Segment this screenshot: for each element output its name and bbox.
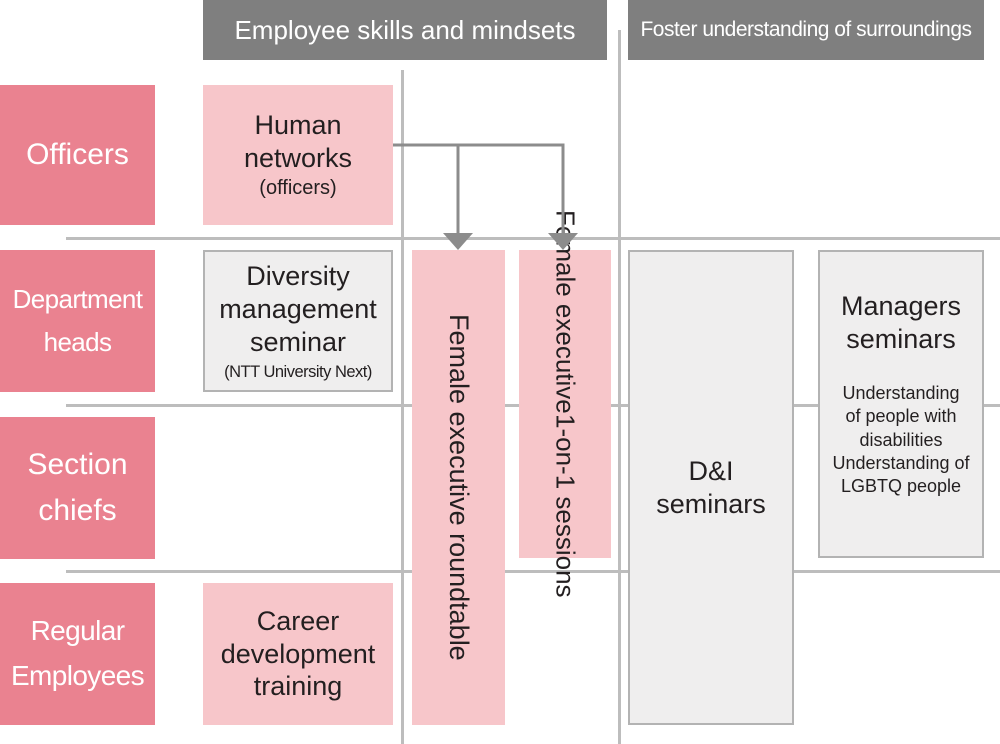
role-section-chiefs-line-2: chiefs [38, 494, 117, 527]
program-human-networks: Human networks (officers) [203, 85, 393, 225]
diversity-seminar-sub: (NTT University Next) [224, 362, 372, 381]
diversity-seminar-line-2: management [219, 294, 377, 325]
managers-seminars-topics: Understanding of people with disabilitie… [832, 382, 969, 499]
row-divider-1 [66, 237, 1000, 240]
header-surroundings: Foster understanding of surroundings [628, 0, 984, 60]
di-seminars-line-2: seminars [656, 488, 766, 519]
program-female-roundtable: Female executive roundtable [412, 250, 505, 725]
role-section-chiefs-line-1: Section [27, 448, 128, 482]
connector-line [393, 143, 565, 237]
diversity-seminar-line-3: seminar [249, 326, 347, 357]
career-training-line-3: training [253, 671, 343, 702]
role-regular-employees-line-1: Regular [30, 615, 125, 647]
career-training-line-2: development [220, 638, 376, 669]
arrowhead-sessions [548, 233, 578, 250]
managers-topic-line-2: of people with [845, 406, 957, 427]
program-career-training: Career development training [203, 583, 393, 725]
role-department-heads-line-2: heads [43, 327, 112, 357]
header-skills-label: Employee skills and mindsets [234, 14, 576, 45]
program-di-seminars: D&I seminars [628, 250, 794, 725]
role-department-heads: Department heads [0, 250, 155, 392]
role-department-heads-line-1: Department [12, 284, 143, 315]
female-roundtable-label: Female executive roundtable [444, 314, 474, 661]
human-networks-sub: (officers) [259, 177, 337, 200]
program-diversity-seminar: Diversity management seminar (NTT Univer… [203, 250, 393, 392]
column-divider-skills [401, 70, 404, 744]
program-managers-seminars: Managers seminars Understanding of peopl… [818, 250, 984, 558]
female-sessions-line-2: 1-on-1 sessions [550, 414, 581, 598]
header-skills: Employee skills and mindsets [203, 0, 607, 60]
human-networks-line-2: networks [243, 142, 353, 173]
role-regular-employees-line-2: Employees [10, 660, 145, 691]
role-section-chiefs: Section chiefs [0, 417, 155, 559]
managers-topic-line-4: Understanding of [832, 453, 970, 474]
role-officers-label: Officers [26, 138, 129, 172]
human-networks-line-1: Human [254, 109, 342, 140]
header-surroundings-label: Foster understanding of surroundings [640, 18, 972, 41]
managers-seminars-title-1: Managers [840, 291, 962, 321]
managers-topic-line-5: LGBTQ people [840, 476, 962, 497]
career-training-line-1: Career [256, 605, 340, 636]
row-divider-3 [66, 570, 1000, 573]
di-seminars-line-1: D&I [688, 455, 734, 486]
managers-topic-line-1: Understanding [842, 382, 960, 403]
column-divider-surroundings [618, 30, 621, 744]
arrowhead-roundtable [443, 233, 473, 250]
role-regular-employees: Regular Employees [0, 583, 155, 725]
role-officers: Officers [0, 85, 155, 225]
managers-seminars-title-2: seminars [846, 323, 956, 354]
diversity-seminar-line-1: Diversity [246, 261, 350, 292]
program-female-sessions: Female executive 1-on-1 sessions [519, 210, 611, 598]
managers-topic-line-3: disabilities [859, 429, 943, 450]
